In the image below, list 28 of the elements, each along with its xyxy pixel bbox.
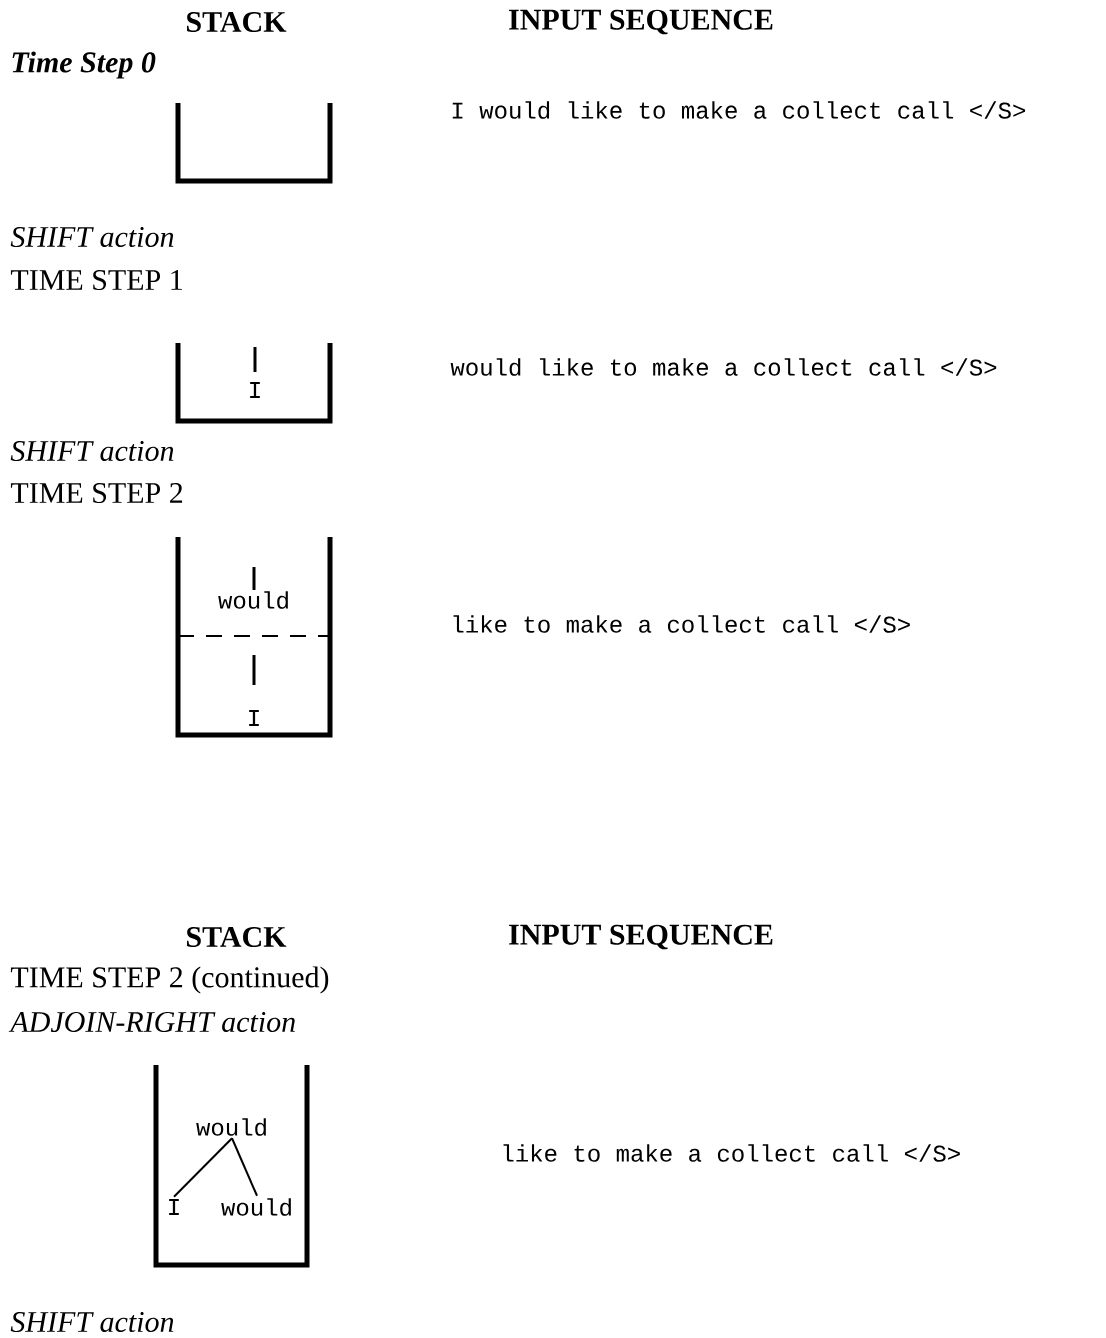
column-heading: STACK [187,926,287,948]
step-heading: TIME STEP 2 [10,482,183,504]
input-sequence: would like to make a collect call </S> [450,358,997,376]
input-sequence: like to make a collect call </S> [453,615,910,633]
tree-branch [231,1137,258,1197]
action-label: SHIFT action [10,440,174,462]
column-heading: INPUT SEQUENCE [509,9,773,35]
stack-container [175,103,333,184]
stack-container [175,343,333,424]
action-label: SHIFT action [10,1311,174,1333]
stack-item: I [250,347,260,398]
stack-item: would [196,1118,266,1136]
action-label: SHIFT action [10,226,174,248]
stack-item: I [169,1199,179,1215]
step-heading: Time Step 0 [12,51,156,79]
action-label: ADJOIN-RIGHT action [8,1011,295,1033]
input-sequence: like to make a collect call </S> [503,1144,960,1162]
column-heading: STACK [187,11,287,33]
step-heading: TIME STEP 1 [10,269,182,291]
stack-item: would [221,1198,291,1216]
stack-item: would [218,567,288,609]
input-sequence: I would like to make a collect call </S> [452,101,1025,119]
stack-item: I [249,655,259,726]
step-heading: TIME STEP 2 (continued) [10,966,329,994]
column-heading: INPUT SEQUENCE [509,924,773,950]
stack-container [153,1065,310,1268]
tree-branch [173,1137,233,1198]
stack-container [175,537,333,738]
